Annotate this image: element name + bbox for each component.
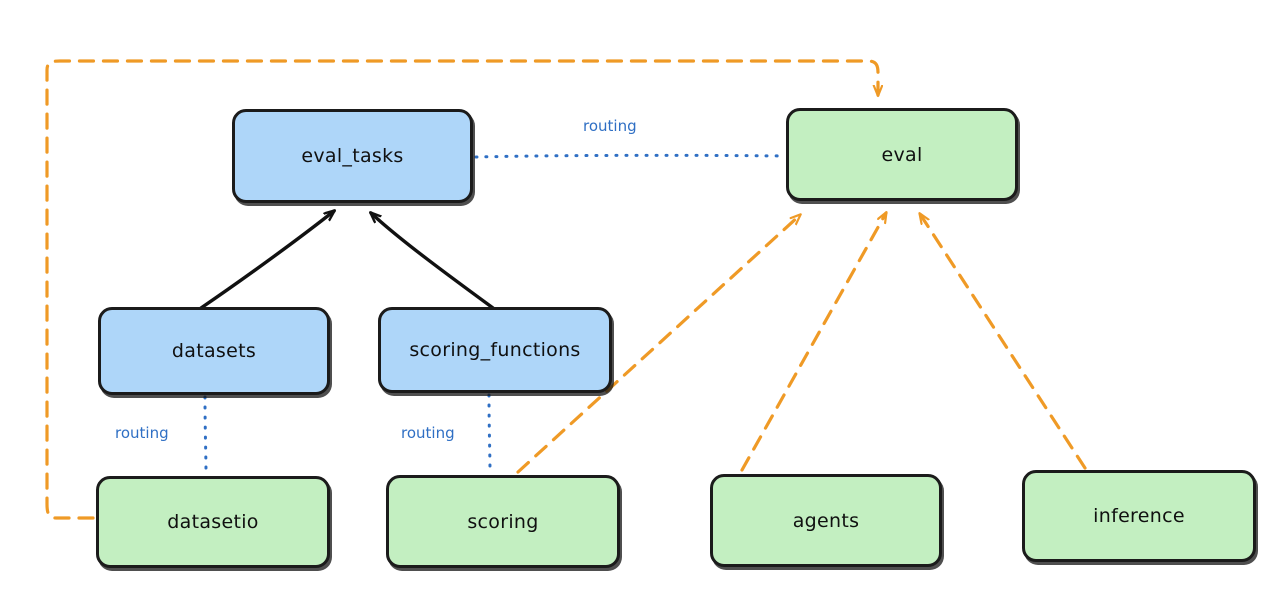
- node-datasetio-label: datasetio: [167, 511, 259, 533]
- node-datasets[interactable]: datasets: [98, 307, 330, 395]
- node-scoring-functions[interactable]: scoring_functions: [378, 307, 612, 393]
- node-eval-tasks[interactable]: eval_tasks: [232, 109, 473, 203]
- node-scoring-functions-label: scoring_functions: [409, 339, 581, 361]
- edge-eval_tasks-to-eval: [474, 153, 785, 159]
- edge-label-routing-scoring-functions-scoring: routing: [398, 424, 458, 442]
- node-datasets-label: datasets: [171, 340, 257, 362]
- edge-scoring-to-eval: [516, 215, 800, 474]
- node-eval-label: eval: [881, 143, 923, 166]
- node-inference[interactable]: inference: [1022, 470, 1256, 562]
- edge-scoring_functions-to-eval_tasks: [371, 213, 495, 310]
- node-datasetio[interactable]: datasetio: [96, 476, 330, 568]
- edge-scoring_functions-to-scoring: [487, 393, 492, 474]
- edge-datasets-to-eval_tasks: [199, 211, 334, 310]
- node-scoring-label: scoring: [467, 510, 539, 533]
- edge-agents-to-eval: [740, 213, 888, 472]
- edge-datasets-to-datasetio: [203, 395, 208, 475]
- node-eval[interactable]: eval: [786, 108, 1018, 201]
- edge-inference-to-eval: [920, 214, 1087, 470]
- node-eval-tasks-label: eval_tasks: [301, 145, 404, 167]
- node-scoring[interactable]: scoring: [386, 475, 620, 568]
- edge-label-routing-eval-tasks-eval: routing: [580, 117, 640, 135]
- edge-label-routing-datasets-datasetio: routing: [112, 424, 172, 442]
- node-inference-label: inference: [1093, 505, 1185, 527]
- node-agents[interactable]: agents: [710, 474, 942, 567]
- edge-datasetio-to-eval: [45, 59, 878, 520]
- node-agents-label: agents: [792, 509, 860, 532]
